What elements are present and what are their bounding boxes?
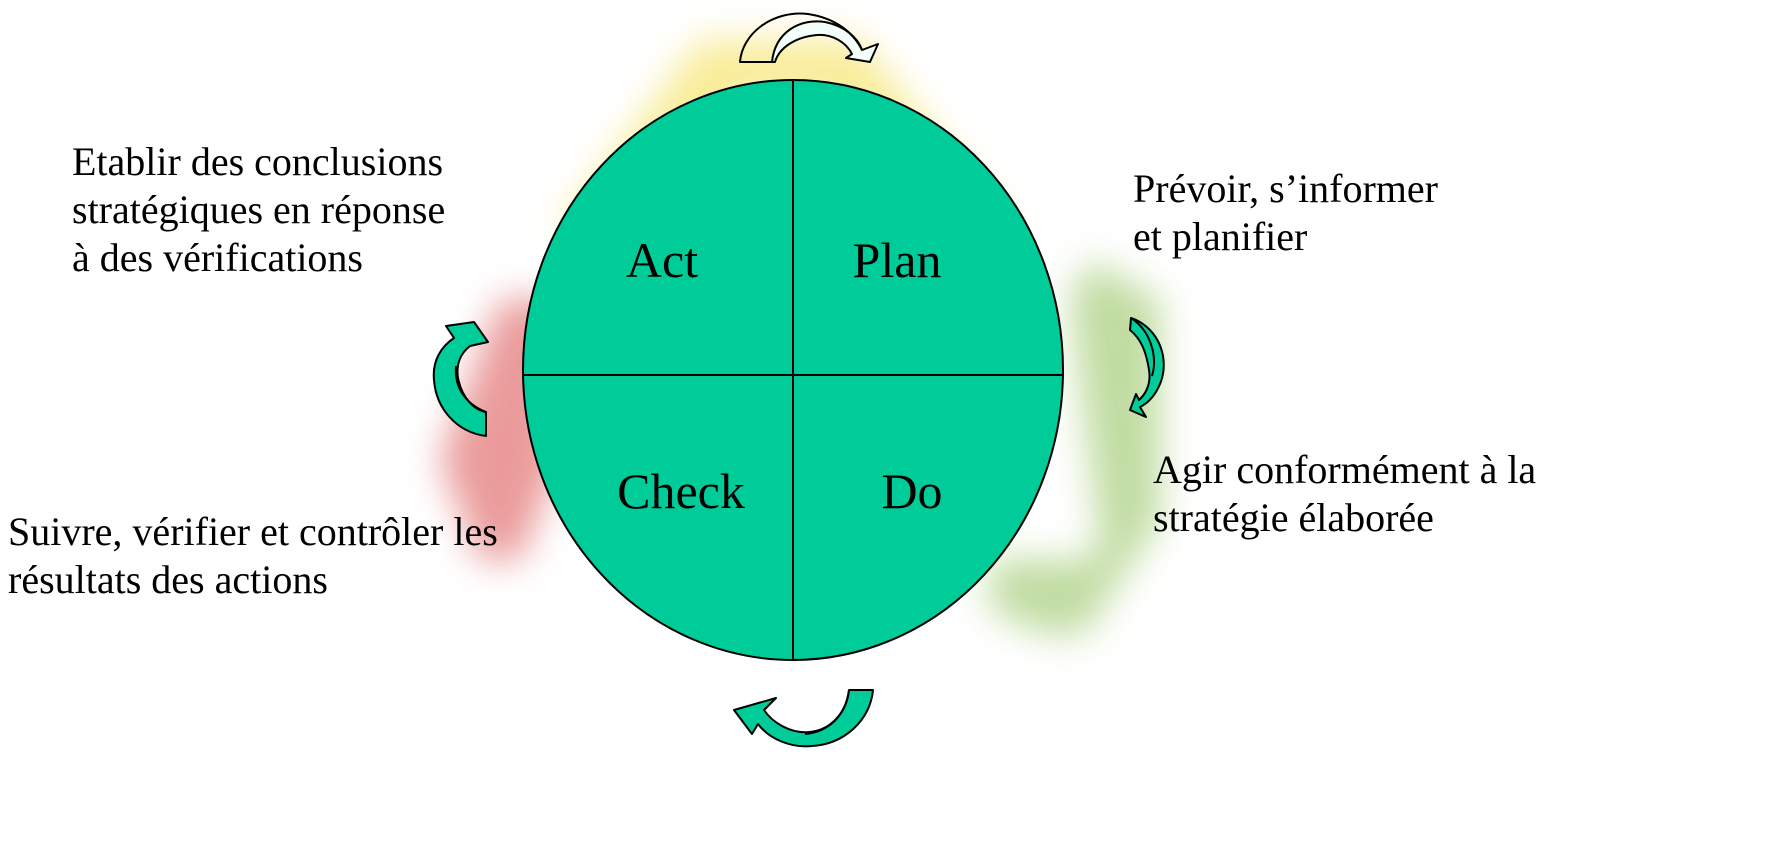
- quadrant-plan-label: Plan: [853, 232, 942, 288]
- background-green-arrow: [1060, 260, 1160, 640]
- quadrant-do-label: Do: [881, 463, 942, 519]
- check-description: Suivre, vérifier et contrôler les résult…: [8, 509, 498, 602]
- quadrant-act-label: Act: [626, 232, 698, 288]
- curved-arrow-down-icon: [1129, 317, 1165, 418]
- pdca-circle: [522, 79, 1064, 661]
- act-description: Etablir des conclusions stratégiques en …: [72, 139, 446, 280]
- curved-arrow-up-icon: [432, 321, 489, 437]
- curved-arrow-left-icon: [733, 689, 874, 748]
- quadrant-check-label: Check: [617, 463, 745, 519]
- curved-arrow-right-icon: [739, 12, 879, 63]
- plan-description: Prévoir, s’informer et planifier: [1133, 166, 1438, 259]
- background-green-bottom-arrow: [990, 560, 1090, 640]
- do-description: Agir conformément à la stratégie élaboré…: [1153, 447, 1537, 540]
